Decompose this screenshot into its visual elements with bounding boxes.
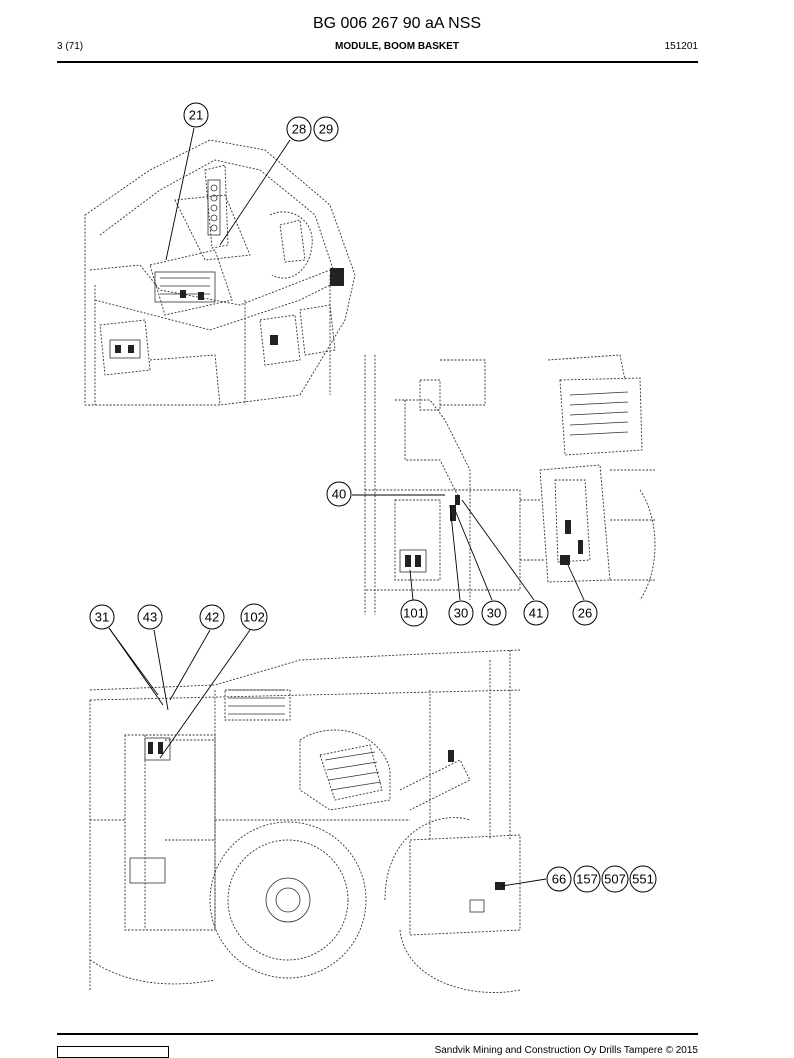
callout-21: 21 [183,102,209,128]
callout-41: 41 [523,600,549,626]
svg-text:102: 102 [243,610,265,625]
callout-66: 66 [546,866,572,892]
svg-text:30: 30 [487,606,501,621]
header-divider [57,61,698,63]
drawing-machine-side [89,649,521,993]
svg-text:43: 43 [143,610,157,625]
svg-text:29: 29 [319,122,333,137]
callout-101: 101 [400,599,428,627]
footer-divider [57,1033,698,1035]
callout-40: 40 [326,481,352,507]
callout-43: 43 [137,604,163,630]
sandvik-logo [57,1046,169,1058]
callout-28: 28 [286,116,312,142]
svg-text:26: 26 [578,606,592,621]
svg-text:101: 101 [403,606,425,621]
svg-text:30: 30 [454,606,468,621]
footer-copyright: Sandvik Mining and Construction Oy Drill… [434,1045,698,1056]
callout-551: 551 [629,865,657,893]
svg-text:507: 507 [604,872,626,887]
svg-text:551: 551 [632,872,654,887]
callout-30-b: 30 [481,600,507,626]
document-date-code: 151201 [664,41,698,52]
svg-text:21: 21 [189,108,203,123]
svg-text:41: 41 [529,606,543,621]
document-title: BG 006 267 90 aA NSS [312,15,482,32]
svg-text:28: 28 [292,122,306,137]
callout-31: 31 [89,604,115,630]
drawing-boom-basket-top [84,139,356,406]
callout-157: 157 [573,865,601,893]
svg-text:157: 157 [576,872,598,887]
leader-lines [108,127,585,887]
callout-26: 26 [572,600,598,626]
svg-text:42: 42 [205,610,219,625]
svg-text:40: 40 [332,487,346,502]
module-title: MODULE, BOOM BASKET [335,41,459,52]
callout-507: 507 [601,865,629,893]
callout-29: 29 [313,116,339,142]
callout-42: 42 [199,604,225,630]
page-number: 3 (71) [57,41,84,52]
svg-text:66: 66 [552,872,566,887]
callout-30-a: 30 [448,600,474,626]
svg-text:31: 31 [95,610,109,625]
drawing-valve-assembly [364,354,656,615]
callout-102: 102 [240,603,268,631]
